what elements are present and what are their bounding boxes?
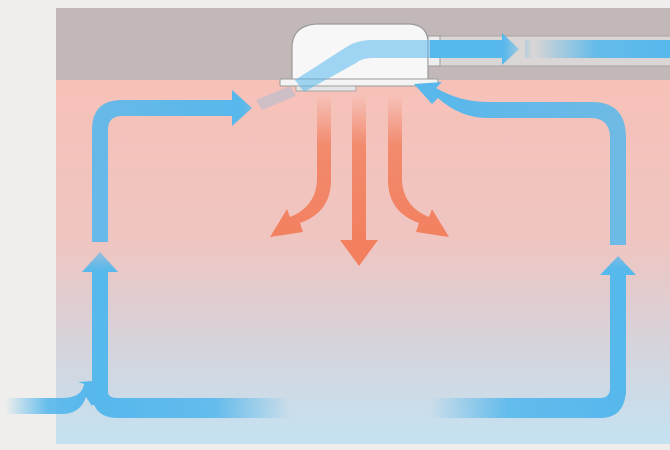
right-return-arrow	[600, 256, 636, 395]
bottom-return-left	[92, 392, 290, 418]
top-return-wisp	[256, 86, 296, 110]
left-return-arrow	[82, 252, 118, 405]
warm-jet-right	[388, 96, 449, 237]
unit-internal-flow	[295, 40, 430, 92]
left-upper-return	[92, 90, 252, 242]
warm-jet-left	[270, 96, 331, 237]
warm-jet-center	[340, 96, 378, 266]
duct-exhaust-arrow	[430, 33, 519, 65]
warm-supply-jets	[270, 96, 449, 266]
bottom-return-right	[430, 388, 626, 418]
inlet-arrow	[6, 381, 92, 414]
cassette-grille	[295, 85, 357, 92]
cool-air-loop	[6, 82, 636, 418]
cool-exhaust-flow	[295, 33, 670, 92]
duct-exhaust-continuation	[525, 40, 670, 58]
right-upper-return	[414, 82, 626, 245]
